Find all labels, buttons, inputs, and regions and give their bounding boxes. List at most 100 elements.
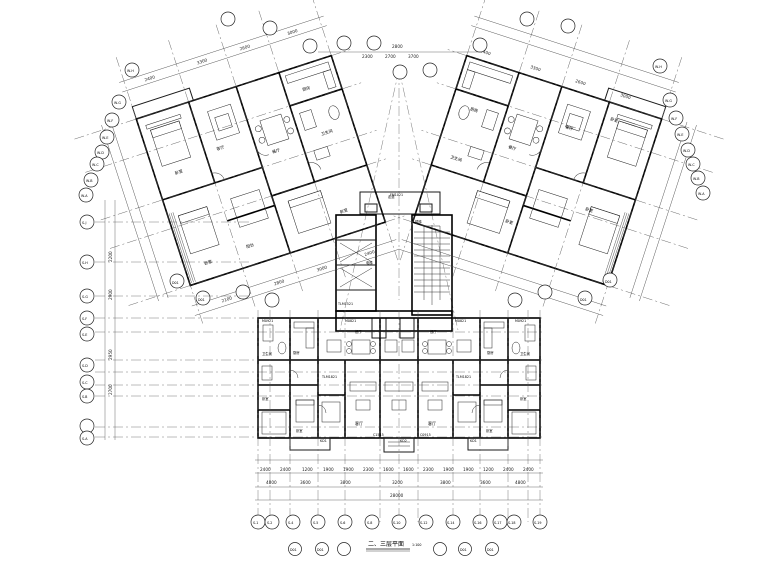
lw-axis-b: W-B bbox=[86, 179, 93, 183]
bd-r1-7: 1600 bbox=[403, 467, 414, 472]
rw-axis-c: W-C bbox=[688, 163, 695, 167]
lb-bath-r: 卫生间 bbox=[520, 351, 530, 356]
svg-text:2800: 2800 bbox=[273, 278, 285, 286]
lb-tag-7: KD1 bbox=[320, 439, 327, 443]
door-tag-lc: TLM1521 bbox=[337, 302, 353, 306]
bd-r1-11: 1200 bbox=[483, 467, 494, 472]
right-bedroom-2: 卧室 bbox=[585, 205, 594, 213]
lw-detail-1: D01 bbox=[172, 281, 179, 285]
ll-axis-h: S-H bbox=[82, 261, 88, 265]
ba-11: S-18 bbox=[508, 521, 515, 525]
ll-axis-d: S-D bbox=[82, 364, 88, 368]
bd-r2-5: 3600 bbox=[480, 480, 491, 485]
right-living: 客厅 bbox=[565, 123, 574, 131]
ba-2: S-4 bbox=[288, 521, 293, 525]
right-wing bbox=[393, 0, 724, 324]
svg-text:2400: 2400 bbox=[364, 249, 376, 257]
left-living: 客厅 bbox=[215, 143, 224, 151]
rw-detail-1: D01 bbox=[605, 280, 612, 284]
bd-r1-12: 2400 bbox=[503, 467, 514, 472]
lb-kitchen-l: 厨房 bbox=[293, 350, 300, 355]
ll-axis-j: S-J bbox=[82, 221, 86, 225]
left-wing-axis-bubbles: W-H W-G W-F W-E W-D W-C W-B W-A D01 D01 bbox=[78, 11, 382, 308]
right-wing-axis-bubbles: W-H W-G W-F W-E W-D W-C W-B W-A D01 D01 bbox=[392, 11, 711, 308]
lb-dining-r: 餐厅 bbox=[430, 329, 437, 334]
top-dimension: 2800 bbox=[392, 44, 403, 49]
left-bath: 卫生间 bbox=[320, 127, 333, 136]
bd-ref-4: D01 bbox=[487, 548, 494, 552]
ll-axis-g: S-G bbox=[82, 295, 88, 299]
left-kitchen: 厨房 bbox=[301, 84, 310, 92]
bd-r1-0: 2400 bbox=[260, 467, 271, 472]
svg-text:3000: 3000 bbox=[316, 264, 328, 272]
lb-tag-5: TLM1821 bbox=[321, 375, 337, 379]
bd-r1-4: 1900 bbox=[343, 467, 354, 472]
rw-axis-g: W-G bbox=[665, 99, 672, 103]
bottom-axis-bubbles: S-1 S-2 S-4 S-5 S-6 S-8 S-10 S-12 S-14 S… bbox=[250, 514, 548, 556]
ba-8: S-14 bbox=[447, 521, 454, 525]
rw-axis-b: W-B bbox=[693, 177, 700, 181]
bd-r1-10: 1900 bbox=[463, 467, 474, 472]
corridor-label: 走道 bbox=[388, 194, 395, 199]
lower-block: 2900 2950 2700 2200 S-J S-H S-G S-F S-E … bbox=[79, 200, 545, 522]
svg-text:2100: 2100 bbox=[221, 295, 233, 303]
bd-r1-8: 2300 bbox=[423, 467, 434, 472]
center-core: 2800 2300 2700 3700 电梯 楼梯 走道 FM1021 bbox=[318, 44, 480, 339]
ll-axis-f: S-F bbox=[82, 317, 87, 321]
lw-axis-d: W-D bbox=[97, 151, 104, 155]
ll-axis-a: S-A bbox=[82, 437, 88, 441]
bd-r1-5: 2300 bbox=[363, 467, 374, 472]
lb-tag-6: TLM1821 bbox=[455, 375, 471, 379]
drawing-scale: 1:100 bbox=[412, 543, 422, 547]
left-dining: 餐厅 bbox=[271, 146, 280, 154]
bd-ref-2: D01 bbox=[317, 548, 324, 552]
lb-tag-3: M0821 bbox=[455, 319, 466, 323]
ba-12: S-19 bbox=[534, 521, 541, 525]
lb-tag-11: C0915 bbox=[420, 433, 431, 437]
bd-overall: 28000 bbox=[390, 493, 404, 498]
ba-3: S-5 bbox=[313, 521, 318, 525]
drawing-title-block: 二、三层平面 1:100 bbox=[366, 541, 422, 552]
lb-tag-1: M0921 bbox=[262, 319, 273, 323]
ll-axis-c: S-C bbox=[82, 381, 88, 385]
bd-r2-0: 4800 bbox=[266, 480, 277, 485]
ba-4: S-6 bbox=[340, 521, 345, 525]
right-bedroom-1: 卧室 bbox=[610, 115, 619, 123]
lb-tag-9: KD1 bbox=[470, 439, 477, 443]
lb-kitchen-r: 厨房 bbox=[487, 350, 494, 355]
svg-text:3300: 3300 bbox=[196, 57, 208, 65]
lw-detail-2: D01 bbox=[198, 298, 205, 302]
lb-bath-l: 卫生间 bbox=[262, 351, 272, 356]
lb-tag-8: KD2 bbox=[400, 439, 407, 443]
bd-ref-3: D01 bbox=[460, 548, 467, 552]
rw-axis-d: W-D bbox=[683, 149, 690, 153]
ba-10: S-17 bbox=[494, 521, 501, 525]
bd-r1-13: 2400 bbox=[523, 467, 534, 472]
lw-axis-a: W-A bbox=[81, 194, 88, 198]
lb-dining-l: 餐厅 bbox=[355, 329, 362, 334]
left-bedroom-1: 卧室 bbox=[174, 167, 183, 175]
ba-1: S-2 bbox=[267, 521, 272, 525]
bd-ref-1: D01 bbox=[290, 548, 297, 552]
lw-axis-e: W-E bbox=[102, 136, 108, 140]
svg-text:2950: 2950 bbox=[108, 349, 113, 360]
lb-living-r: 客厅 bbox=[428, 420, 436, 426]
rw-detail-2: D01 bbox=[580, 298, 587, 302]
bd-r1-9: 1900 bbox=[443, 467, 454, 472]
left-balcony: 阳台 bbox=[245, 241, 254, 249]
lb-tag-2: M0821 bbox=[345, 319, 356, 323]
lw-axis-f: W-F bbox=[107, 119, 113, 123]
svg-text:3000: 3000 bbox=[620, 92, 632, 100]
lw-axis-c: W-C bbox=[92, 163, 99, 167]
ll-axis-b: S-B bbox=[82, 395, 88, 399]
ll-axis-e: S-E bbox=[82, 333, 87, 337]
svg-text:2700: 2700 bbox=[108, 384, 113, 395]
lb-bedroom-r1: 卧室 bbox=[486, 428, 493, 433]
rw-axis-e: W-E bbox=[677, 133, 683, 137]
elevator-label: 电梯 bbox=[366, 260, 373, 265]
bd-r1-3: 1900 bbox=[323, 467, 334, 472]
bd-r2-6: 4800 bbox=[515, 480, 526, 485]
lb-tag-4: M0921 bbox=[515, 319, 526, 323]
